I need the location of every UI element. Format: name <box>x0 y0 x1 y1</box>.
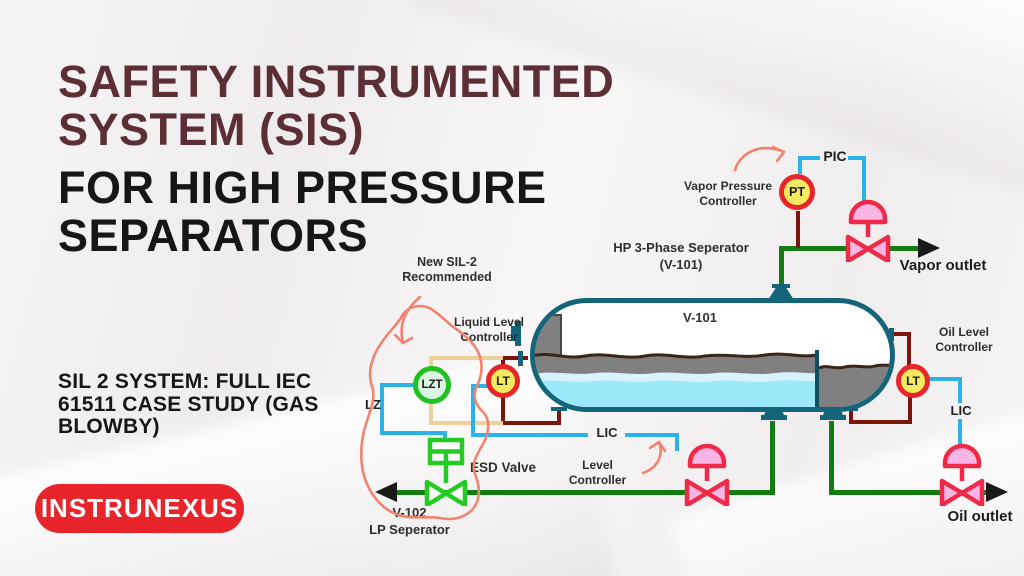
level-transmitter-left: LT <box>486 364 520 398</box>
title-line-1: SAFETY INSTRUMENTED <box>58 56 615 107</box>
sil2-level-transmitter: LZT <box>413 366 451 404</box>
brand-badge: INSTRUNEXUS <box>35 484 244 533</box>
sil2-loop-top <box>429 356 503 360</box>
label-v102: V-102 LP Seperator <box>352 504 467 538</box>
lc-line2: Controller <box>568 472 627 487</box>
pipe-liquid-drop <box>770 421 775 495</box>
level-transmitter-right: LT <box>896 364 930 398</box>
water-layer <box>535 380 817 407</box>
signal-licR-v1 <box>958 377 962 403</box>
lc-line1: Level <box>582 458 613 472</box>
nozzle-oil-flange <box>820 415 846 420</box>
vapor-control-valve <box>845 199 891 262</box>
nozzle-oil <box>823 408 843 415</box>
label-oil-outlet: Oil outlet <box>947 508 1013 525</box>
label-vapor-pressure-controller: Vapor Pressure Controller <box>678 179 778 208</box>
pressure-transmitter: PT <box>779 174 815 210</box>
signal-licR-h <box>928 377 962 381</box>
vessel-title-line2: (V-101) <box>659 257 703 272</box>
impulse-ltR-top-h <box>891 332 911 336</box>
signal-lic-to-valve <box>675 433 679 451</box>
tap-right-bottom <box>842 407 858 411</box>
lp-line-arrow <box>375 482 397 502</box>
nozzle-vapor-flange <box>772 284 790 288</box>
nozzle-liquid <box>764 408 784 415</box>
v102-name: LP Seperator <box>369 522 450 537</box>
label-level-controller: Level Controller <box>560 458 635 487</box>
signal-lz-h <box>380 383 416 387</box>
signal-pt-up <box>798 158 802 174</box>
arrow-to-lic <box>641 440 662 475</box>
nozzle-inlet-flange <box>511 326 516 341</box>
lt-left-label: LT <box>496 374 510 388</box>
tap-left-bottom <box>551 407 567 411</box>
impulse-ltR-top-v <box>907 332 911 367</box>
label-esd-valve: ESD Valve <box>470 460 537 475</box>
oil-surface-line-right <box>818 363 890 370</box>
level-control-valve <box>684 443 730 506</box>
label-lz: LZ <box>365 397 381 412</box>
signal-lic-run2 <box>625 433 679 437</box>
impulse-pt-stem <box>796 211 800 248</box>
lzt-label: LZT <box>421 379 443 391</box>
vpc-line1: Vapor Pressure <box>683 179 773 193</box>
pt-label: PT <box>789 185 805 199</box>
impulse-ltL-top-h <box>501 356 528 360</box>
signal-lic-down <box>471 384 475 437</box>
weir-plate <box>815 350 819 407</box>
vapor-outlet-arrow <box>918 238 940 258</box>
oil-outlet-arrow <box>986 482 1008 502</box>
lt-right-label: LT <box>906 374 920 388</box>
esd-valve <box>424 437 468 506</box>
signal-lic-run1 <box>471 433 588 437</box>
arrow-to-pic <box>733 146 786 172</box>
title-line-2: SYSTEM (SIS) <box>58 104 365 155</box>
impulse-ltL-bot-h <box>501 421 561 425</box>
tap-right-side <box>889 328 894 341</box>
llc-line1: Liquid Level <box>453 315 524 329</box>
label-vapor-outlet: Vapor outlet <box>899 257 987 274</box>
pipe-oil-drop <box>829 421 834 495</box>
oil-layer-right <box>819 365 890 407</box>
title-block: SAFETY INSTRUMENTED SYSTEM (SIS) FOR HIG… <box>58 58 678 260</box>
arrow-to-loop <box>400 295 422 345</box>
signal-lz-bottom <box>380 431 446 435</box>
subtitle: SIL 2 SYSTEM: FULL IEC 61511 CASE STUDY … <box>58 370 319 438</box>
vpc-line2: Controller <box>699 193 757 208</box>
label-vessel-title: HP 3-Phase Seperator (V-101) <box>595 239 767 273</box>
sil2-loop-bottom <box>429 421 503 425</box>
sil2-line1: New SIL-2 <box>417 255 477 269</box>
olc-line2: Controller <box>935 339 993 354</box>
olc-line1: Oil Level <box>938 325 990 339</box>
label-liquid-level-controller: Liquid Level Controller <box>443 315 535 344</box>
nozzle-inlet <box>515 321 521 346</box>
label-pic: PIC <box>823 148 847 164</box>
impulse-ltR-bot-h <box>849 420 912 424</box>
nozzle-vapor <box>768 287 794 300</box>
nozzle-liquid-flange <box>761 415 787 420</box>
label-oil-level-controller: Oil Level Controller <box>924 325 1004 354</box>
title-line-4: SEPARATORS <box>58 210 369 261</box>
vessel-tag: V-101 <box>683 310 717 325</box>
impulse-ltR-tap <box>849 411 853 422</box>
pipe-vapor-riser <box>779 248 784 290</box>
label-lic-oil: LIC <box>950 403 972 418</box>
llc-line2: Controller <box>460 329 518 344</box>
oil-control-valve <box>939 443 985 506</box>
title-line-3: FOR HIGH PRESSURE <box>58 162 547 213</box>
v102-tag: V-102 <box>392 505 427 520</box>
vessel-title-line1: HP 3-Phase Seperator <box>613 240 749 255</box>
signal-pic-left <box>798 156 820 160</box>
sil2-line2: Recommended <box>402 269 492 284</box>
impulse-ltL-tap <box>557 410 561 423</box>
label-new-sil2: New SIL-2 Recommended <box>388 255 506 284</box>
label-lic-level: LIC <box>596 425 618 440</box>
tap-left-side <box>518 351 523 366</box>
